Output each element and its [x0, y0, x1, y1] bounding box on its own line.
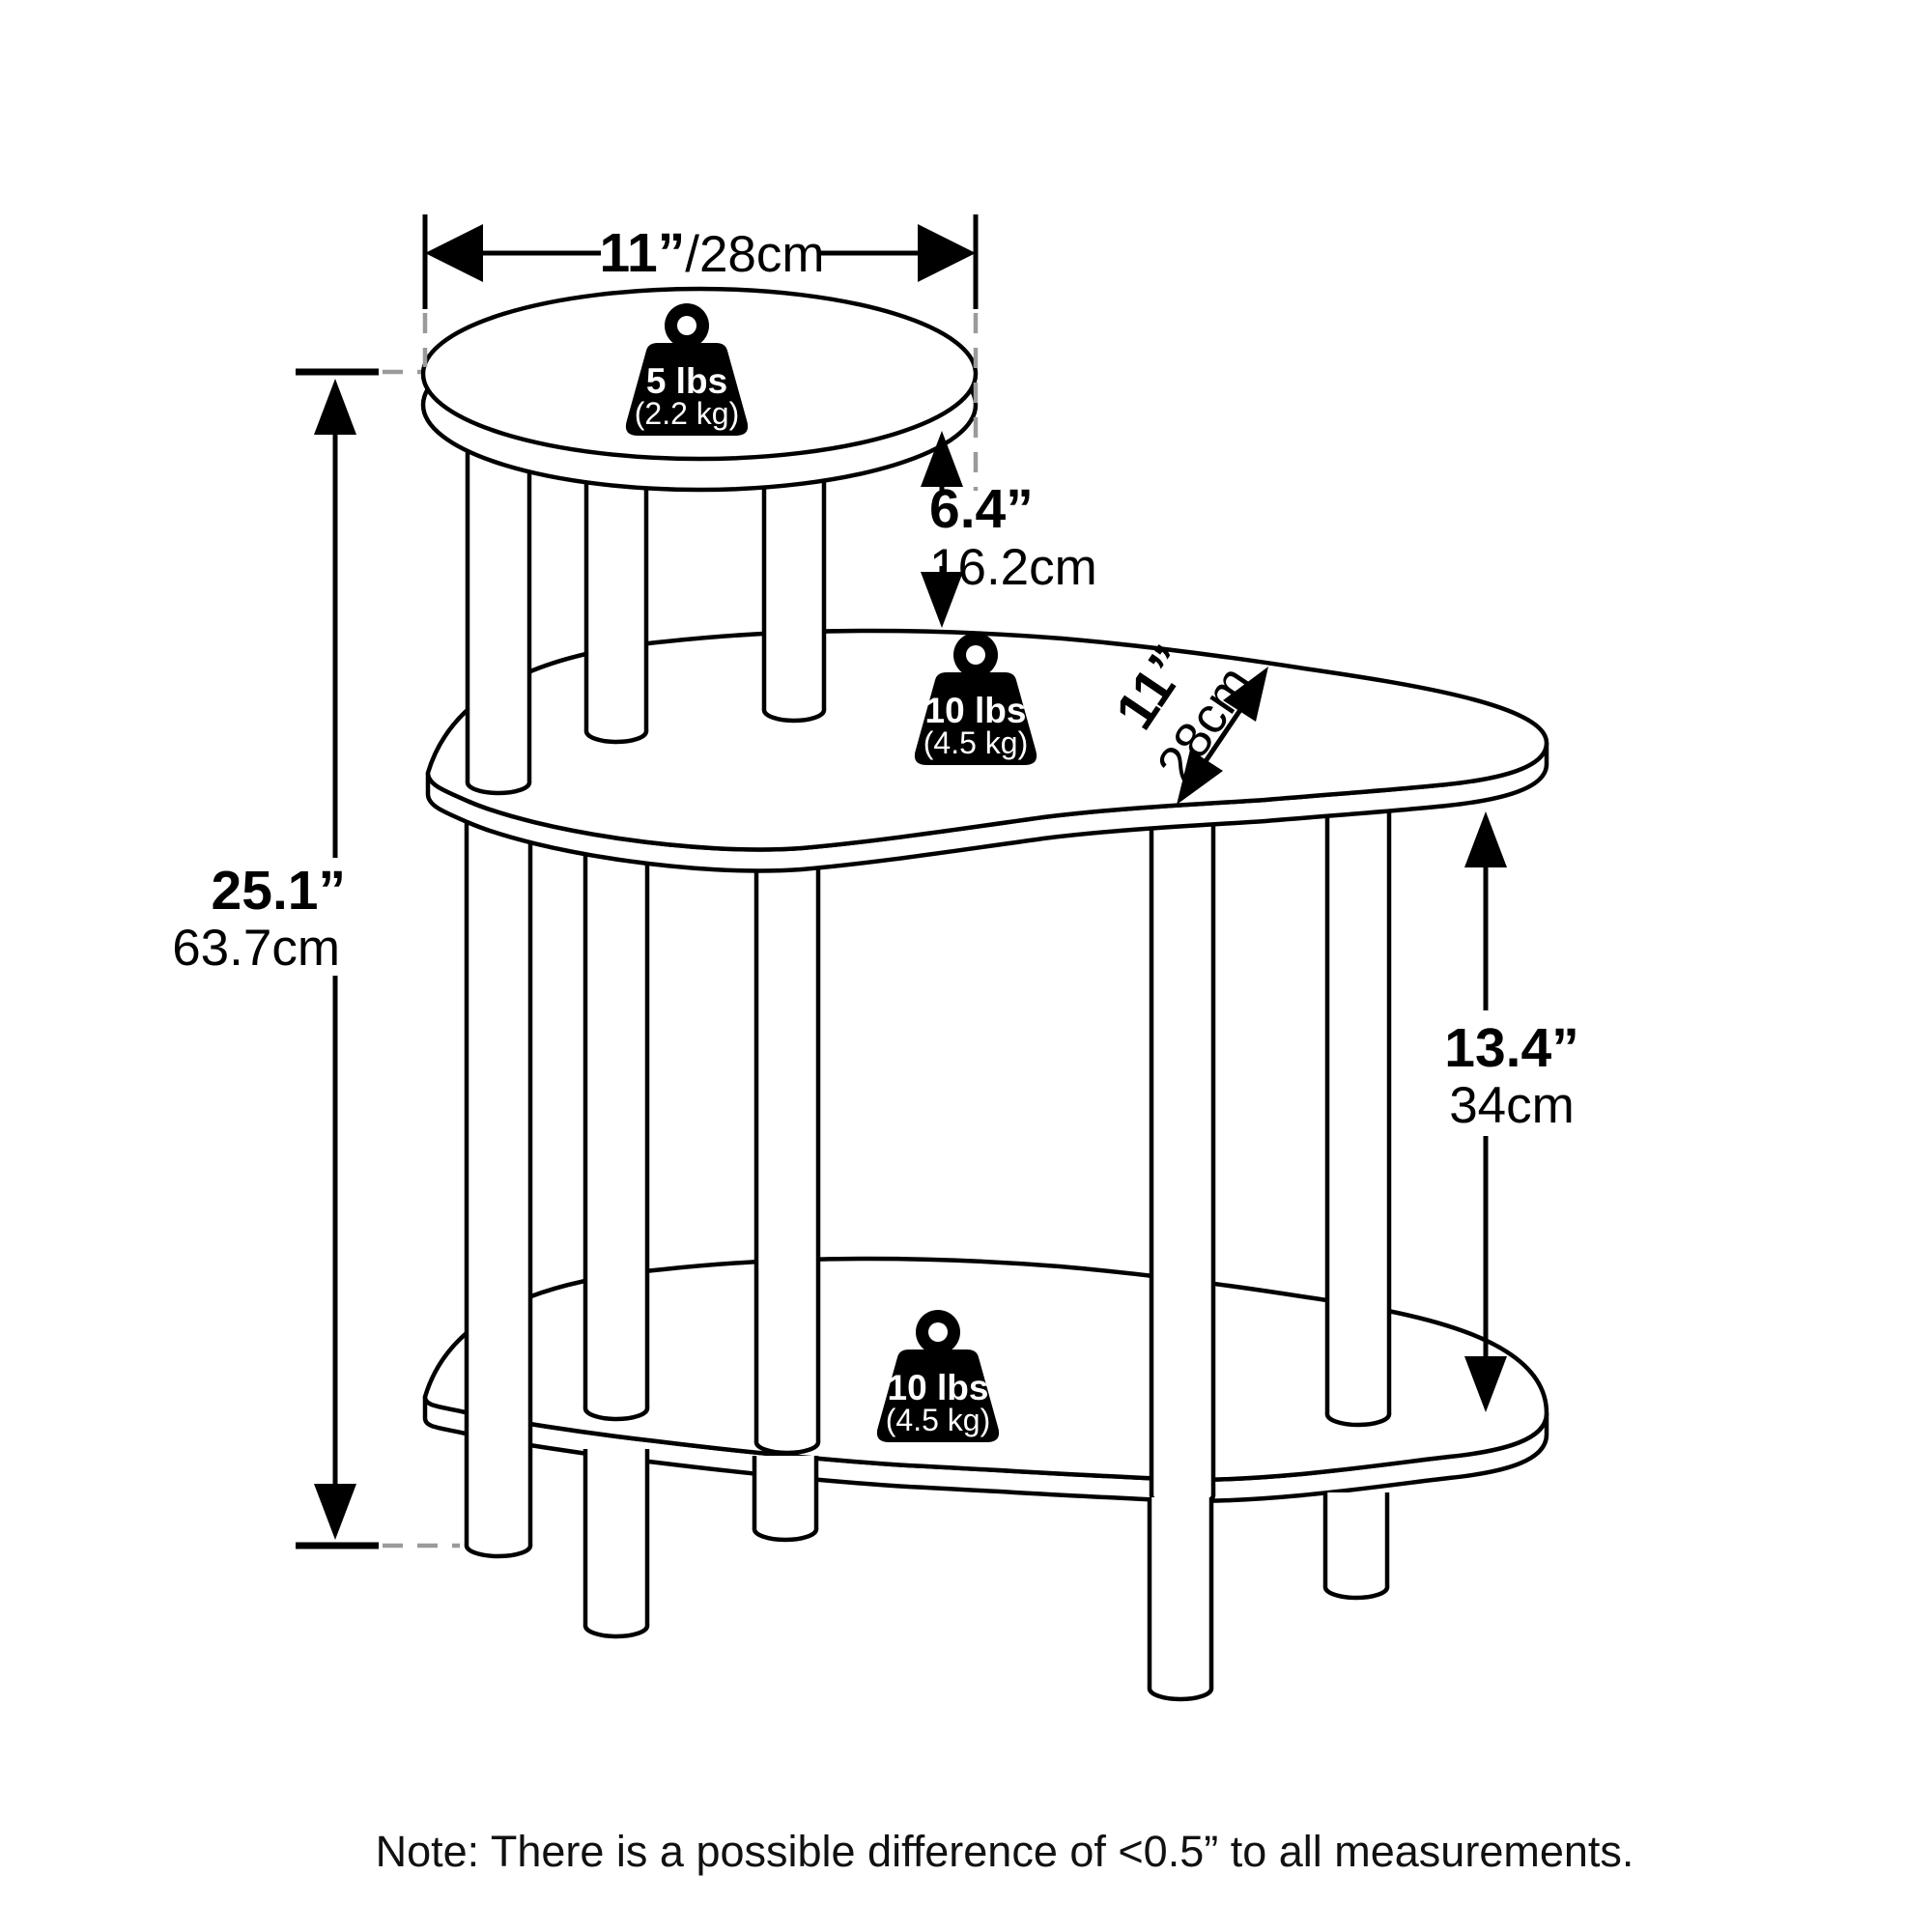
pole-body: [585, 781, 647, 1408]
arrowhead-down-left: [1177, 750, 1223, 805]
pole-body: [1327, 773, 1389, 1414]
foot-body: [754, 1456, 816, 1529]
foot-front-right: [1147, 1497, 1214, 1702]
dimension-label-in: 25.1”: [212, 860, 346, 922]
weight-lbs: 10 lbs: [888, 1368, 989, 1407]
weight-kg: (4.5 kg): [923, 725, 1028, 760]
arrowhead-down: [921, 572, 963, 628]
top-pole-left: [465, 444, 532, 796]
foot-body: [585, 1449, 647, 1626]
dimension-upper-gap: 6.4” 16.2cm: [921, 431, 1097, 628]
pole-body: [467, 773, 530, 1546]
foot-back-right: [1322, 1492, 1390, 1601]
dimension-label-cm: 34cm: [1449, 1077, 1575, 1134]
dimension-label: 11”/28cm: [599, 222, 824, 284]
dimension-label-cm: 16.2cm: [929, 539, 1097, 596]
arrowhead-right: [918, 224, 976, 282]
pole-body: [756, 787, 818, 1442]
arrowhead-up: [1464, 811, 1507, 867]
pole-center: [753, 787, 821, 1456]
dimension-lower-gap: 13.4” 34cm: [1444, 811, 1579, 1412]
bottom-shelf-top-surface: [422, 1256, 1549, 1483]
arrowhead-up: [314, 379, 356, 435]
measurement-note: Note: There is a possible difference of …: [376, 1827, 1634, 1876]
weight-badge-top-shelf: 5 lbs (2.2 kg): [625, 303, 749, 436]
arrowhead-up-right: [1223, 667, 1268, 722]
pole-body: [1151, 782, 1213, 1495]
dimension-label-in: 13.4”: [1444, 1017, 1578, 1079]
foot-body: [1325, 1492, 1387, 1587]
pole-front-right: [1149, 782, 1216, 1509]
weight-lbs: 10 lbs: [925, 691, 1027, 730]
weight-kg: (4.5 kg): [886, 1403, 990, 1437]
foot-mid-left: [582, 1449, 650, 1639]
foot-body: [1150, 1497, 1211, 1689]
arrowhead-down: [314, 1484, 356, 1540]
arrowhead-up: [921, 431, 963, 487]
pole-mid-left: [582, 781, 650, 1422]
dimension-line: [1197, 699, 1249, 772]
weight-kg: (2.2 kg): [635, 396, 739, 431]
arrowhead-left: [425, 224, 483, 282]
dimension-label-in: 6.4”: [929, 478, 1034, 540]
weight-badge-middle-shelf: 10 lbs (4.5 kg): [914, 633, 1037, 765]
dimension-label-cm: 63.7cm: [172, 920, 340, 977]
pole-body: [764, 446, 824, 710]
pole-body: [468, 444, 529, 782]
dimension-total-height: 25.1” 63.7cm: [172, 368, 460, 1549]
dimension-top-width: 11”/28cm: [422, 214, 979, 491]
top-pole-right: [761, 446, 827, 724]
weight-lbs: 5 lbs: [646, 361, 727, 401]
foot-center: [752, 1456, 819, 1543]
arrowhead-down: [1464, 1356, 1507, 1412]
pole-back-right: [1324, 773, 1392, 1428]
pole-front-left: [464, 773, 533, 1559]
weight-badge-bottom-shelf: 10 lbs (4.5 kg): [876, 1310, 1000, 1442]
